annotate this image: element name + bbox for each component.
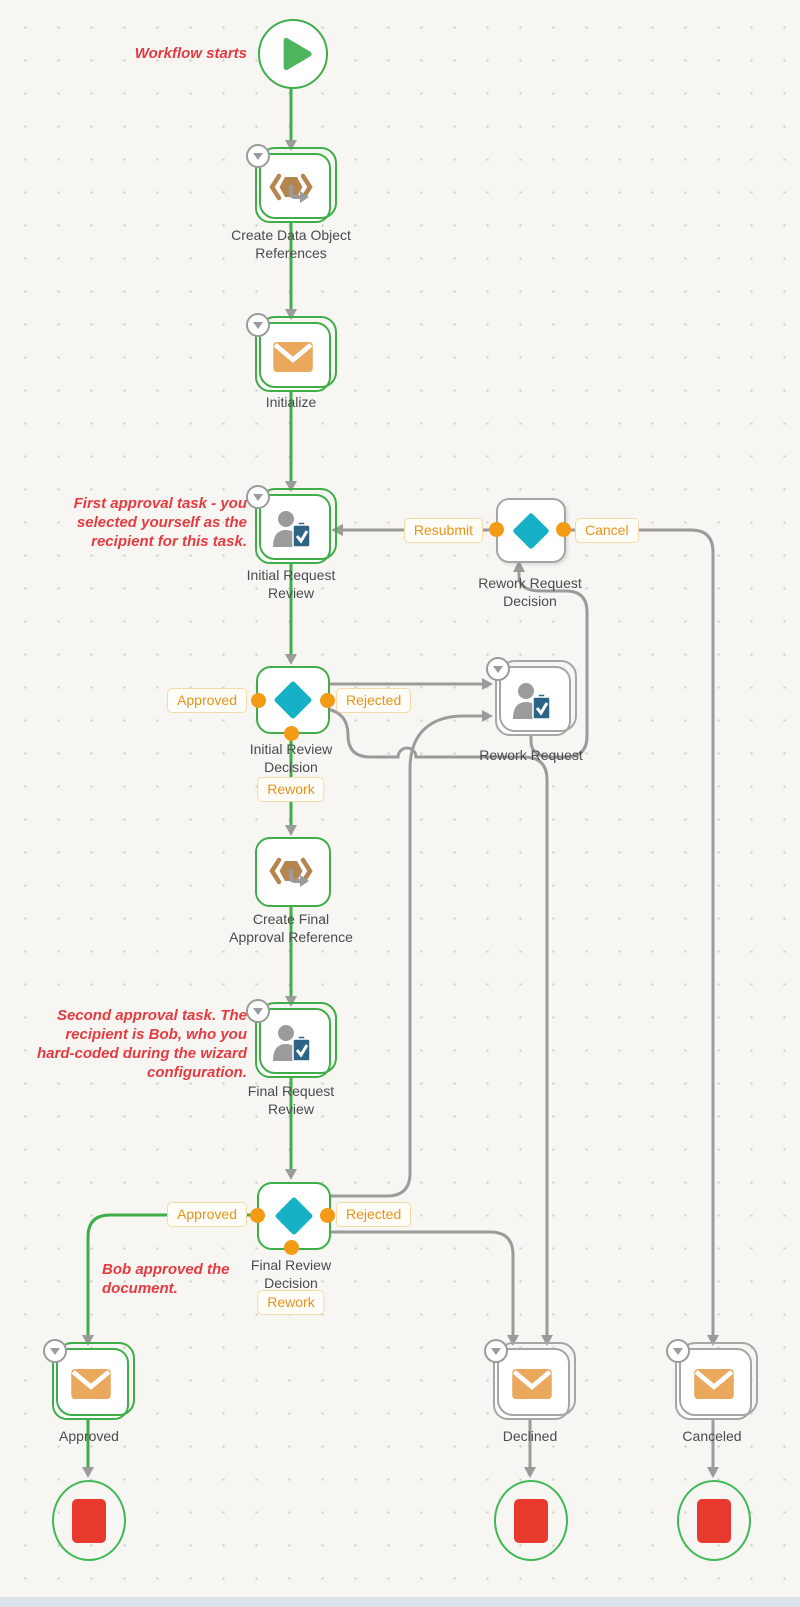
workflow-start-node[interactable] — [258, 19, 328, 89]
collapse-toggle-icon[interactable] — [246, 485, 270, 509]
collapse-toggle-icon[interactable] — [666, 1339, 690, 1363]
decision-diamond-icon — [275, 1197, 313, 1235]
node-final-request-review[interactable] — [246, 999, 337, 1078]
end-node-approved[interactable] — [52, 1480, 126, 1561]
play-icon — [283, 37, 312, 71]
label-initial-review-decision: Initial Review Decision — [249, 741, 333, 775]
collapse-toggle-icon[interactable] — [246, 144, 270, 168]
envelope-icon — [693, 1368, 734, 1400]
envelope-icon — [273, 341, 313, 373]
branch-label-final-rejected[interactable]: Rejected — [336, 1202, 412, 1227]
envelope-icon — [70, 1368, 111, 1400]
connector-final-rework-to-rework-request[interactable] — [329, 714, 486, 1198]
collapse-toggle-icon[interactable] — [43, 1339, 67, 1363]
label-rework-request-decision: Rework Request Decision — [478, 575, 582, 609]
user-task-icon — [513, 683, 551, 720]
branch-label-final-approved[interactable]: Approved — [167, 1202, 247, 1227]
label-approved: Approved — [59, 1428, 119, 1444]
port-initial-decision-rejected[interactable] — [320, 693, 335, 708]
decision-diamond-icon — [513, 512, 549, 549]
gray-flow-connectors[interactable] — [326, 528, 715, 1471]
canvas-bottom-edge — [0, 1597, 800, 1607]
port-initial-decision-rework[interactable] — [284, 726, 299, 741]
port-rework-decision-resubmit[interactable] — [489, 522, 504, 537]
branch-label-cancel[interactable]: Cancel — [575, 518, 639, 543]
port-final-decision-approved[interactable] — [250, 1208, 265, 1223]
connector-cancel-to-canceled[interactable] — [563, 528, 715, 1339]
branch-label-initial-rejected[interactable]: Rejected — [336, 688, 412, 713]
arrowheads — [82, 140, 719, 1478]
annotation-first-approval: First approval task - you selected yours… — [73, 495, 247, 550]
label-initialize: Initialize — [265, 394, 317, 410]
branch-label-initial-rework[interactable]: Rework — [257, 777, 325, 802]
decision-diamond-icon — [274, 681, 312, 719]
stop-icon — [72, 1498, 106, 1543]
port-initial-decision-approved[interactable] — [251, 693, 266, 708]
label-final-review-decision: Final Review Decision — [250, 1257, 332, 1291]
branch-label-resubmit[interactable]: Resubmit — [403, 518, 483, 543]
node-initial-review-decision[interactable] — [256, 666, 330, 734]
connector-rework-request-to-rework-decision[interactable] — [517, 566, 589, 759]
annotation-second-approval: Second approval task. The recipient is B… — [36, 1007, 247, 1081]
label-initial-request-review: Initial Request Review — [246, 567, 336, 601]
annotation-bob-approved: Bob approved the document. — [102, 1261, 230, 1297]
stop-icon — [697, 1498, 731, 1543]
label-create-data-object-references: Create Data Object References — [231, 227, 351, 261]
user-task-icon — [273, 511, 311, 548]
label-canceled: Canceled — [682, 1428, 742, 1444]
data-object-icon — [269, 173, 313, 203]
branch-label-final-rework[interactable]: Rework — [257, 1290, 325, 1315]
end-node-canceled[interactable] — [677, 1480, 751, 1561]
data-object-icon — [269, 857, 313, 887]
port-final-decision-rejected[interactable] — [320, 1208, 335, 1223]
node-final-review-decision[interactable] — [257, 1182, 331, 1250]
end-node-declined[interactable] — [494, 1480, 568, 1561]
port-rework-decision-cancel[interactable] — [556, 522, 571, 537]
user-task-icon — [273, 1025, 311, 1062]
node-create-data-object-references[interactable] — [246, 144, 337, 223]
port-final-decision-rework[interactable] — [284, 1240, 299, 1255]
envelope-icon — [511, 1368, 552, 1400]
node-canceled-email[interactable] — [666, 1339, 758, 1420]
connector-initial-rejected-to-declined[interactable] — [326, 707, 549, 1339]
label-create-final-approval-reference: Create Final Approval Reference — [229, 911, 353, 945]
collapse-toggle-icon[interactable] — [246, 313, 270, 337]
collapse-toggle-icon[interactable] — [486, 657, 510, 681]
node-rework-request[interactable] — [486, 657, 577, 736]
node-create-final-approval-reference[interactable] — [255, 837, 331, 907]
collapse-toggle-icon[interactable] — [246, 999, 270, 1023]
label-declined: Declined — [502, 1428, 558, 1444]
node-initial-request-review[interactable] — [246, 485, 337, 564]
annotation-workflow-starts: Workflow starts — [134, 45, 247, 62]
connector-final-approved[interactable] — [86, 1213, 257, 1339]
label-final-request-review: Final Request Review — [247, 1083, 335, 1117]
node-initialize[interactable] — [246, 313, 337, 392]
collapse-toggle-icon[interactable] — [484, 1339, 508, 1363]
node-approved-email[interactable] — [43, 1339, 135, 1420]
label-rework-request: Rework Request — [479, 747, 583, 763]
stop-icon — [514, 1498, 548, 1543]
connector-final-rejected-to-declined[interactable] — [329, 1230, 515, 1339]
node-declined-email[interactable] — [484, 1339, 576, 1420]
branch-label-initial-approved[interactable]: Approved — [167, 688, 247, 713]
